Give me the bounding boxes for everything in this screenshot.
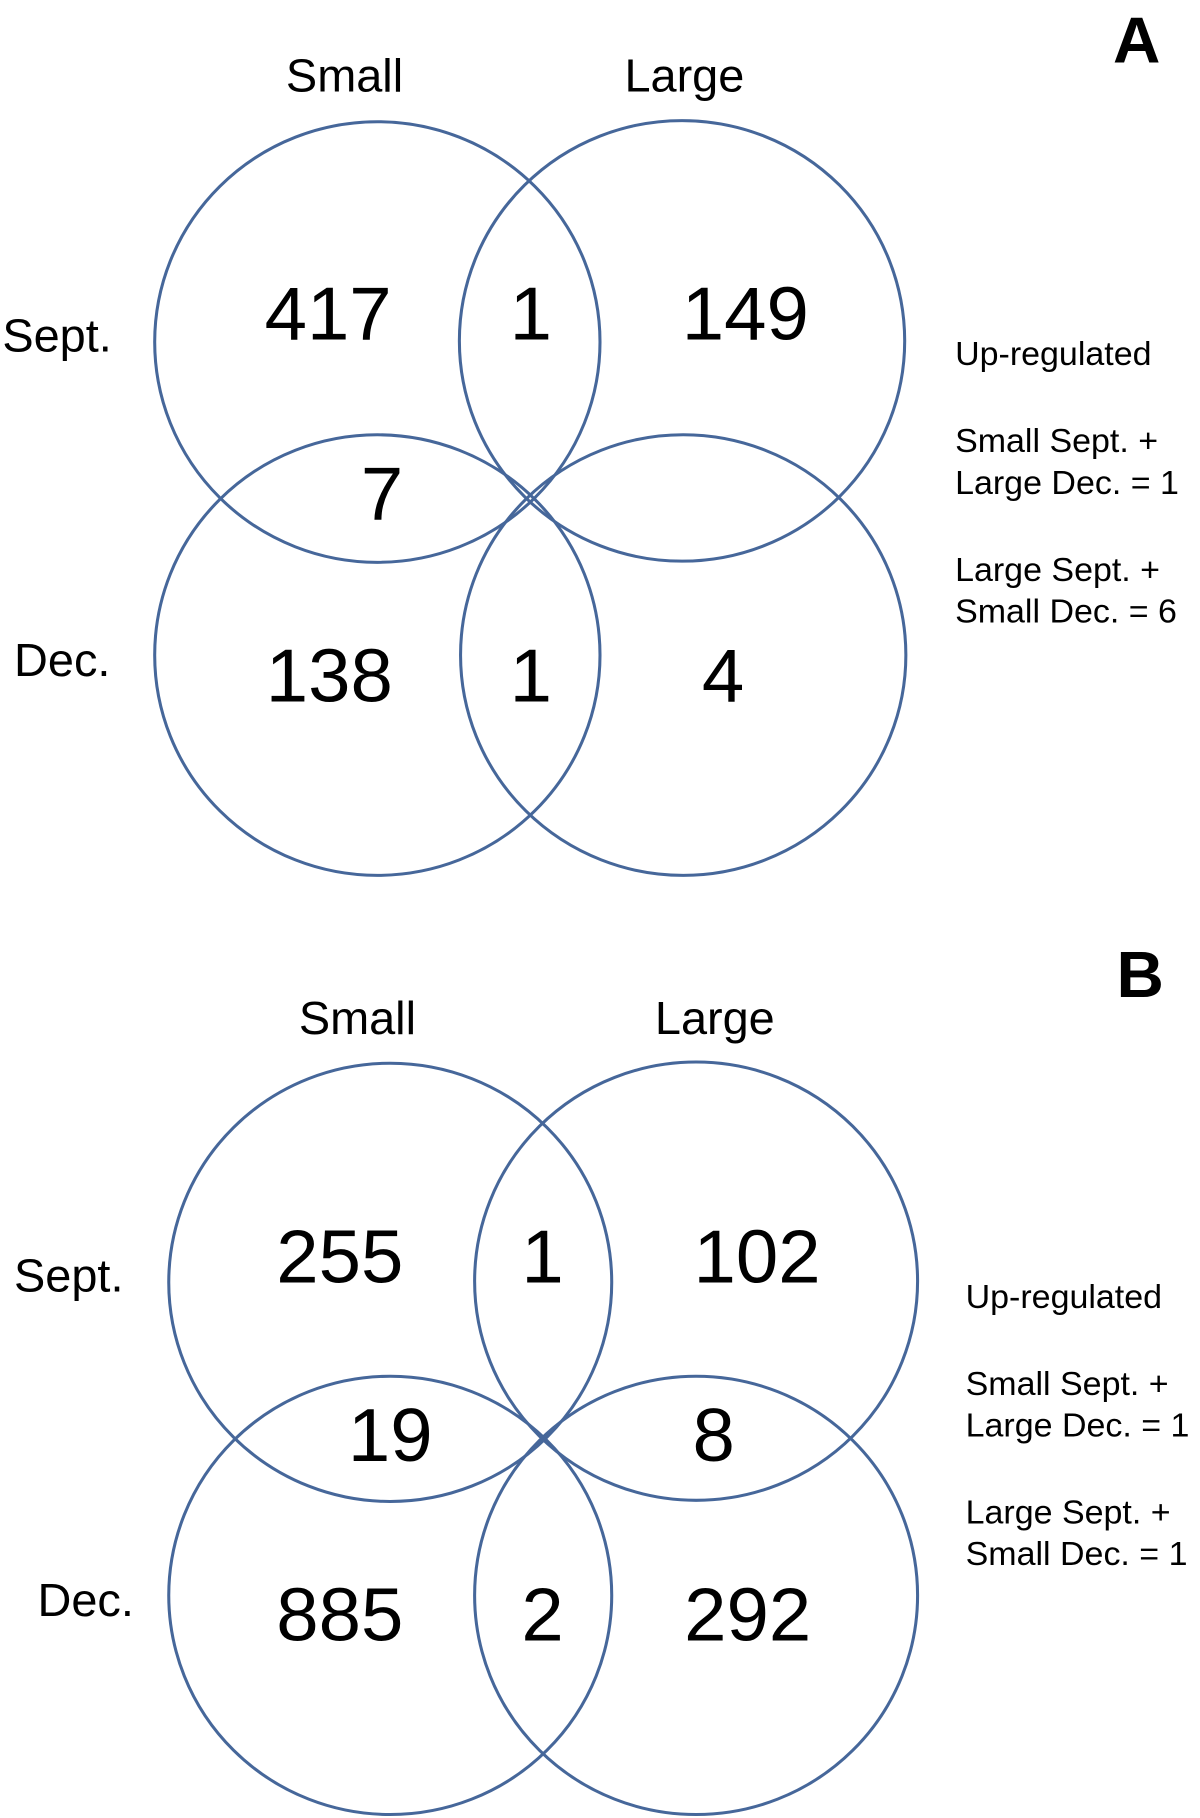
count-small-dec-only: 138 [266,634,393,719]
circle-large-dec [473,1374,920,1817]
count-large-sept-and-large-dec: 8 [692,1393,734,1478]
row-header-dec: Dec. [14,634,110,686]
note-line: Large Dec. = 1 [955,464,1179,502]
note-title: Up-regulated [966,1278,1162,1316]
row-header-sept: Sept. [14,1250,123,1302]
note-line: Large Sept. + [955,551,1160,589]
note-line: Small Dec. = 6 [955,593,1177,631]
count-small-and-large-dec: 2 [521,1573,563,1658]
count-small-dec-only: 885 [276,1573,403,1658]
count-small-sept-and-small-dec: 7 [361,452,403,537]
note-block: Up-regulated Small Sept. + Large Dec. = … [955,335,1179,630]
row-header-dec: Dec. [38,1574,134,1626]
count-small-and-large-sept: 1 [521,1215,563,1300]
note-title: Up-regulated [955,335,1151,373]
note-line: Large Sept. + [966,1494,1171,1532]
circle-large-sept [473,1060,920,1502]
circle-small-sept [167,1061,614,1503]
count-small-sept-only: 255 [276,1215,403,1300]
count-large-dec-only: 292 [684,1573,811,1658]
row-header-sept: Sept. [2,310,111,362]
note-line: Small Sept. + [955,422,1158,460]
circle-small-dec [153,433,602,877]
panel-b: B Small Large Sept. Dec. 255 1 102 19 8 … [14,938,1190,1817]
count-large-sept-only: 102 [693,1215,820,1300]
count-small-and-large-sept: 1 [510,272,552,357]
note-line: Small Sept. + [966,1365,1169,1403]
circle-large-dec [459,433,908,877]
panel-label: B [1117,938,1164,1011]
column-header-small: Small [286,50,403,102]
note-line: Large Dec. = 1 [966,1407,1190,1445]
count-large-dec-only: 4 [702,634,744,719]
note-block: Up-regulated Small Sept. + Large Dec. = … [966,1278,1190,1573]
panel-label: A [1113,4,1160,77]
column-header-large: Large [655,992,775,1044]
count-large-sept-only: 149 [682,272,809,357]
count-small-and-large-dec: 1 [510,634,552,719]
circle-small-sept [153,120,602,564]
column-header-small: Small [299,992,416,1044]
note-line: Small Dec. = 1 [966,1535,1188,1573]
circle-large-sept [457,119,907,563]
count-small-sept-only: 417 [265,272,392,357]
column-header-large: Large [624,50,744,102]
circle-small-dec [167,1374,614,1817]
count-small-sept-and-small-dec: 19 [348,1393,433,1478]
panel-a: A Small Large Sept. Dec. 417 1 149 7 138… [2,4,1179,877]
